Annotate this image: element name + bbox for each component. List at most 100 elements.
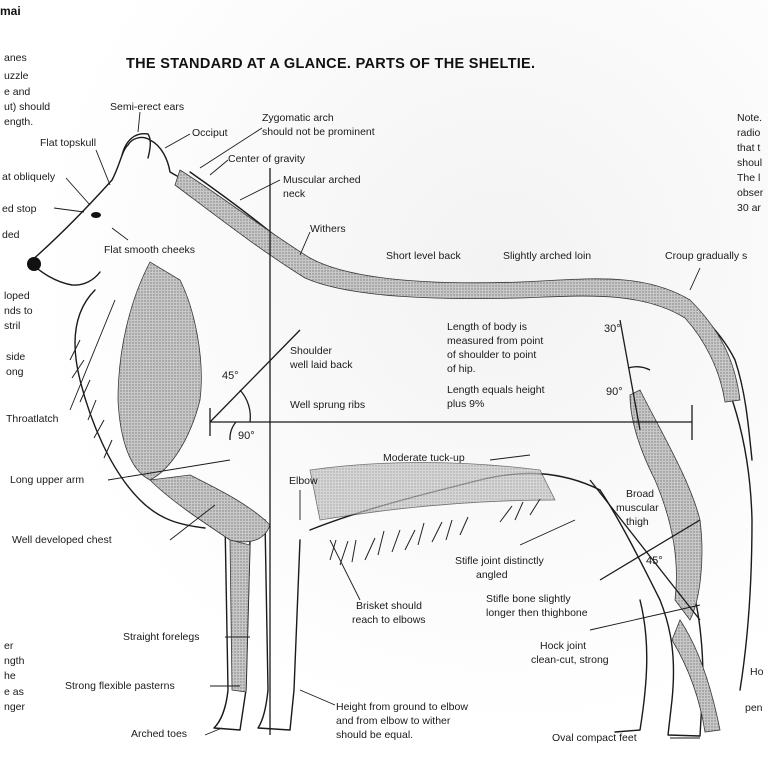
label-semi-erect-ears: Semi-erect ears [110, 101, 185, 113]
hip-angle-arc [627, 366, 651, 371]
label-length-height-2: plus 9% [447, 398, 485, 410]
label-brisket-2: reach to elbows [352, 614, 426, 626]
cut-left-2: uzzle [4, 70, 29, 82]
hind-leg-far [614, 599, 648, 733]
front-leg-near [257, 519, 301, 731]
label-withers: Withers [310, 223, 346, 235]
cut-left-5: ength. [4, 116, 34, 128]
ear [121, 133, 151, 159]
stifle-bone-line [599, 519, 701, 581]
angle-hip-30: 30° [604, 323, 621, 335]
leader-occiput [164, 133, 191, 149]
cut-right-5: The l [737, 172, 761, 184]
label-flat-topskull: Flat topskull [40, 137, 97, 149]
leader-semi-erect-ears [137, 111, 141, 133]
leader-upper-arm [107, 459, 231, 481]
cut-right-9: pen [745, 702, 763, 714]
shoulder-right-angle-arc [229, 421, 237, 441]
nose [27, 257, 41, 271]
hip-angle-line [619, 319, 641, 431]
leader-chest [169, 504, 216, 541]
muzzle [29, 261, 101, 286]
label-stifle-1: Stifle joint distinctly [455, 555, 544, 567]
leader-brisket [329, 539, 361, 601]
front-leg [213, 519, 251, 731]
angle-shoulder-90: 90° [238, 430, 255, 442]
leader-tuck-up [489, 454, 531, 461]
label-croup: Croup gradually s [665, 250, 748, 262]
cut-left-11: stril [4, 320, 21, 332]
shoulder-angle-line [209, 329, 301, 423]
label-zygomatic-2: should not be prominent [262, 126, 375, 138]
cut-right-4: shoul [737, 157, 763, 169]
shoulder-angle-arc [239, 389, 251, 423]
cut-left-18: nger [4, 701, 26, 713]
leader-withers [299, 231, 311, 256]
stifle-line [589, 479, 701, 621]
label-muscular-neck-1: Muscular arched [283, 174, 361, 186]
corner-text: mai [0, 4, 21, 18]
label-body-length-4: of hip. [447, 363, 476, 375]
label-broad-thigh-2: muscular [616, 502, 659, 514]
label-hock-1: Hock joint [540, 640, 587, 652]
cut-left-13: ong [6, 366, 24, 378]
neck-spine-shading [174, 169, 741, 403]
label-elbow: Elbow [289, 475, 318, 487]
angle-shoulder-45: 45° [222, 370, 239, 382]
cut-right-7: 30 ar [737, 202, 761, 214]
cut-left-7: ed stop [2, 203, 37, 215]
cut-left-10: nds to [4, 305, 33, 317]
cut-left-8: ded [2, 229, 20, 241]
label-stifle-2: angled [476, 569, 508, 581]
leader-stifle [519, 519, 576, 546]
leader-height [299, 689, 336, 706]
label-oval-feet: Oval compact feet [552, 732, 637, 744]
diagram-title: THE STANDARD AT A GLANCE. PARTS OF THE S… [126, 56, 536, 72]
cut-right-3: that t [737, 142, 761, 154]
thigh-shading [629, 389, 703, 621]
leader-muscular-neck [239, 179, 281, 201]
label-flat-cheeks: Flat smooth cheeks [104, 244, 196, 256]
label-brisket-1: Brisket should [356, 600, 422, 612]
cut-left-6: at obliquely [2, 171, 56, 183]
label-broad-thigh-1: Broad [626, 488, 655, 500]
cut-left-17: e as [4, 686, 24, 698]
leader-cheeks [111, 227, 129, 241]
body-fur-shading [309, 462, 556, 521]
label-upper-arm: Long upper arm [10, 474, 85, 486]
label-occiput: Occiput [192, 127, 228, 139]
label-length-height-1: Length equals height [447, 384, 545, 396]
cut-left-9: loped [4, 290, 30, 302]
eye [91, 212, 101, 218]
label-body-length-2: measured from point [447, 335, 544, 347]
label-stifle-bone-1: Stifle bone slightly [486, 593, 571, 605]
label-ribs: Well sprung ribs [290, 399, 366, 411]
label-height-1: Height from ground to elbow [336, 701, 468, 713]
cut-left-1: anes [4, 52, 27, 64]
label-height-3: should be equal. [336, 729, 414, 741]
leader-zygomatic [199, 127, 263, 169]
label-broad-thigh-3: thigh [626, 516, 649, 528]
label-arched-loin: Slightly arched loin [503, 250, 592, 262]
cut-left-3: e and [4, 86, 31, 98]
label-tuck-up: Moderate tuck-up [383, 452, 465, 464]
angle-hip-90: 90° [606, 386, 623, 398]
cut-right-2: radio [737, 127, 761, 139]
label-shoulder-2: well laid back [290, 359, 353, 371]
cut-right-1: Note. [737, 112, 763, 124]
cut-left-4: ut) should [4, 101, 51, 113]
label-forelegs: Straight forelegs [123, 631, 200, 643]
fur-strokes [329, 498, 541, 566]
label-center-of-gravity: Center of gravity [228, 153, 306, 165]
leader-arched-toes [204, 727, 223, 736]
hind-leg [599, 489, 704, 737]
label-height-2: and from elbow to wither [336, 715, 451, 727]
cut-right-8: Ho [750, 666, 764, 678]
label-arched-toes: Arched toes [131, 728, 188, 740]
label-hock-2: clean-cut, strong [531, 654, 609, 666]
label-muscular-neck-2: neck [283, 188, 306, 200]
leader-hock [589, 604, 701, 631]
